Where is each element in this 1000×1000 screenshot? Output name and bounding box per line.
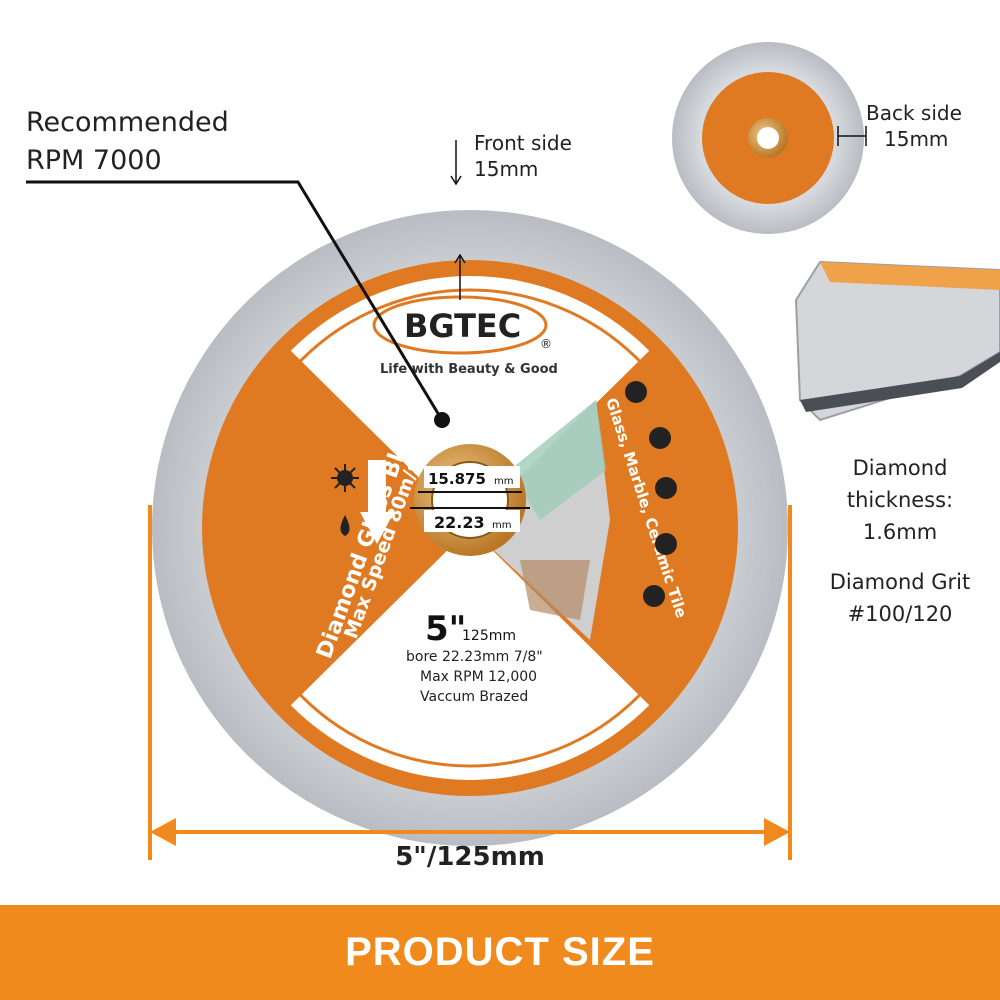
diamond-thickness-label: Diamond thickness: 1.6mm xyxy=(800,452,1000,548)
front-side-label: Front side 15mm xyxy=(474,130,572,182)
spark-icon xyxy=(331,464,359,492)
recommended-line2: RPM 7000 xyxy=(26,145,162,176)
grit-line1: Diamond Grit xyxy=(829,570,971,594)
diamond-closeup xyxy=(794,260,1000,422)
rpm-spec: Max RPM 12,000 xyxy=(420,669,537,685)
brand-registered: ® xyxy=(540,337,552,351)
manual-icon xyxy=(643,585,665,607)
mask-icon xyxy=(649,427,671,449)
back-side-label: Back side 15mm xyxy=(866,100,962,152)
diamond-grit-label: Diamond Grit #100/120 xyxy=(800,566,1000,630)
back-side-line1: Back side xyxy=(866,101,962,125)
thickness-line1: Diamond xyxy=(852,456,948,480)
thickness-line2: thickness: xyxy=(846,488,954,512)
method-spec: Vaccum Brazed xyxy=(420,689,528,705)
bore-spec: bore 22.23mm 7/8" xyxy=(406,649,543,665)
back-side-line2: 15mm xyxy=(884,127,949,151)
size-mm: 125mm xyxy=(462,628,516,644)
product-size-banner: PRODUCT SIZE xyxy=(0,905,1000,1000)
thickness-line3: 1.6mm xyxy=(862,520,938,544)
gloves-icon xyxy=(655,533,677,555)
brand-name: BGTEC xyxy=(404,307,521,345)
width-dimension xyxy=(148,505,792,860)
inner-dim-box xyxy=(424,466,520,488)
size-inches: 5" xyxy=(425,609,466,649)
outer-dim-value: 22.23 xyxy=(434,513,485,532)
outer-dim-box xyxy=(424,510,520,532)
recommended-line1: Recommended xyxy=(26,107,229,138)
inner-dim-value: 15.875 xyxy=(428,470,486,488)
front-side-line1: Front side xyxy=(474,131,572,155)
front-side-line2: 15mm xyxy=(474,157,539,181)
goggles-icon xyxy=(625,381,647,403)
inner-dim-unit: mm xyxy=(494,476,513,487)
recommended-rpm-label: Recommended RPM 7000 xyxy=(26,104,229,180)
ear-protection-icon xyxy=(655,477,677,499)
dimension-label: 5"/125mm xyxy=(395,842,545,872)
main-blade: 15.875 mm 22.23 mm BGTEC ® Life with Bea… xyxy=(26,140,788,846)
rpm-pointer-line xyxy=(26,180,444,421)
banner-title: PRODUCT SIZE xyxy=(345,930,655,974)
down-arrow-icon xyxy=(360,460,394,544)
grit-line2: #100/120 xyxy=(847,602,953,626)
brand-slogan: Life with Beauty & Good xyxy=(380,362,558,377)
back-side-blade xyxy=(672,42,867,234)
water-drop-icon xyxy=(340,515,350,536)
outer-dim-unit: mm xyxy=(492,520,511,531)
